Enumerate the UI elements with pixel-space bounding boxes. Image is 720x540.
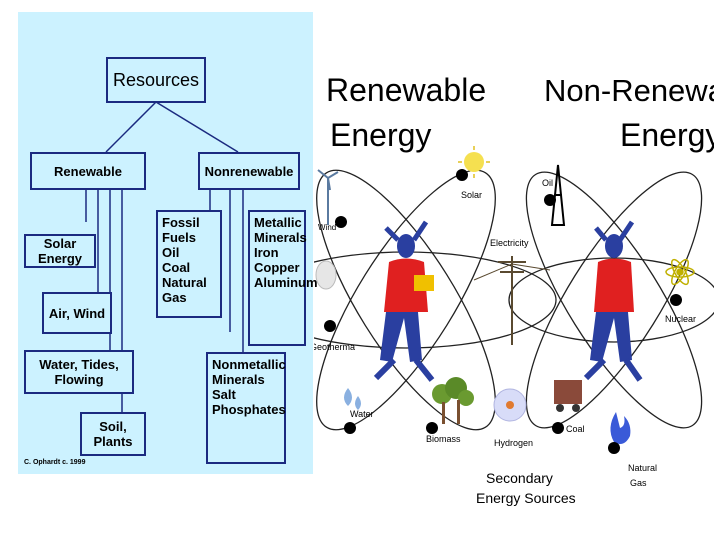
geothermal-node: Geotherma <box>314 260 355 352</box>
sun-icon <box>458 146 490 178</box>
hydrogen-node: Hydrogen <box>493 388 533 448</box>
renewable-figure-icon <box>373 220 435 382</box>
solar-energy-box: Solar Energy <box>24 234 96 268</box>
fossil-fuels-box: Fossil Fuels Oil Coal Natural Gas <box>156 210 222 318</box>
nuclear-node: Nuclear <box>665 258 696 324</box>
wind-turbine-icon <box>317 169 339 225</box>
electricity-label: Electricity <box>490 238 529 248</box>
nonrenewable-title-line1: Non-Renewable <box>544 73 714 108</box>
wind-node: Wind <box>317 169 347 232</box>
wind-label: Wind <box>318 223 336 232</box>
oil-derrick-icon <box>550 164 566 226</box>
flame-icon <box>610 412 631 444</box>
coal-cart-icon <box>554 380 582 412</box>
coal-node: Coal <box>552 380 585 434</box>
biomass-node: Biomass <box>426 377 474 444</box>
nuclear-label: Nuclear <box>665 314 696 324</box>
secondary-sources-line2: Energy Sources <box>476 490 576 506</box>
atom-icon <box>665 258 695 286</box>
water-tides-box: Water, Tides, Flowing <box>24 350 134 394</box>
oil-label: Oil <box>542 178 553 188</box>
renewable-title-line1: Renewable <box>326 72 486 108</box>
hydrogen-label: Hydrogen <box>494 438 533 448</box>
natural-gas-label-line2: Gas <box>630 478 647 488</box>
tree-icon <box>432 377 474 424</box>
resources-root-box: Resources <box>106 57 206 103</box>
nonrenewable-title-line2: Energy <box>620 117 714 153</box>
resources-chart: Resources Renewable Nonrenewable Solar E… <box>18 12 318 474</box>
oil-node: Oil <box>542 164 566 226</box>
energy-diagrams: Renewable Energy Non-Renewable Energy <box>314 72 714 506</box>
soil-plants-box: Soil, Plants <box>80 412 146 456</box>
credit-text: C. Ophardt c. 1999 <box>24 459 86 466</box>
natural-gas-label-line1: Natural <box>628 463 657 473</box>
renewable-orbits <box>314 169 557 431</box>
electricity-node: Electricity <box>473 238 551 345</box>
coal-label: Coal <box>566 424 585 434</box>
biomass-label: Biomass <box>426 434 461 444</box>
nonmetallic-minerals-box: Nonmetallic Minerals Salt Phosphates <box>206 352 286 464</box>
nonrenewable-figure-icon <box>583 220 643 382</box>
solar-node: Solar <box>456 146 490 200</box>
geothermal-icon <box>315 260 337 290</box>
solar-label: Solar <box>461 190 482 200</box>
water-icon <box>344 388 361 410</box>
water-node: Water <box>344 388 374 434</box>
water-label: Water <box>350 409 374 419</box>
natural-gas-node: Natural Gas <box>608 412 657 488</box>
metallic-minerals-box: Metallic Minerals Iron Copper Aluminum <box>248 210 318 346</box>
renewable-title-line2: Energy <box>330 117 431 153</box>
hydrogen-atom-icon <box>493 388 527 422</box>
power-pole-icon <box>473 256 551 345</box>
geothermal-label: Geotherma <box>314 342 355 352</box>
air-wind-box: Air, Wind <box>42 292 112 334</box>
nonrenewable-box: Nonrenewable <box>198 152 300 190</box>
renewable-box: Renewable <box>30 152 146 190</box>
secondary-sources-line1: Secondary <box>486 470 553 486</box>
